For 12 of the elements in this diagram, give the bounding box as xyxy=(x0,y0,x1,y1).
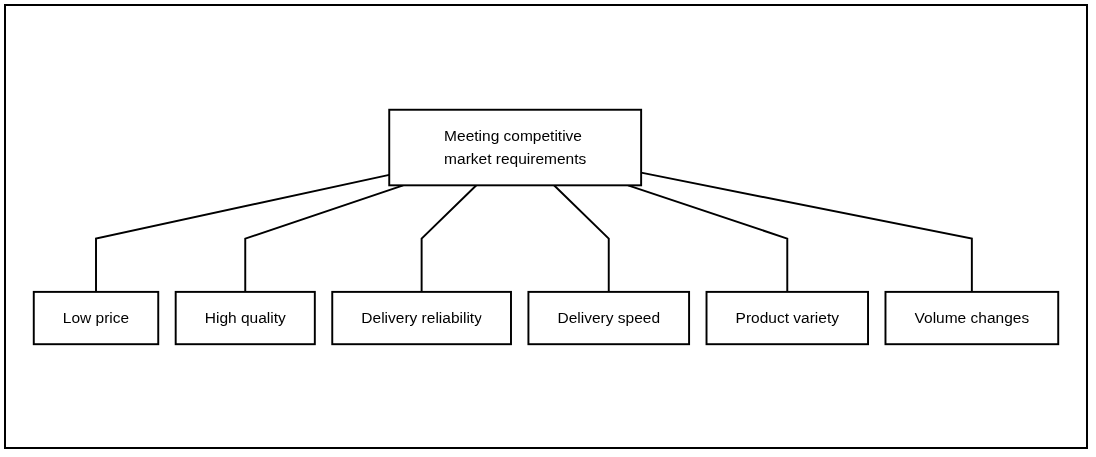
connector xyxy=(627,183,789,293)
node-box xyxy=(331,290,512,345)
node-box xyxy=(174,290,316,345)
node-box xyxy=(388,108,643,186)
connector xyxy=(553,183,610,293)
node-box xyxy=(884,290,1060,345)
diagram-frame: Meeting competitive market requirements Low price High quality Delivery reliability Delivery speed Product variety Volume changes xyxy=(4,4,1088,449)
node-box xyxy=(32,290,160,345)
node-box xyxy=(705,290,869,345)
connector xyxy=(244,183,405,293)
node-box xyxy=(527,290,691,345)
connector xyxy=(420,183,478,293)
